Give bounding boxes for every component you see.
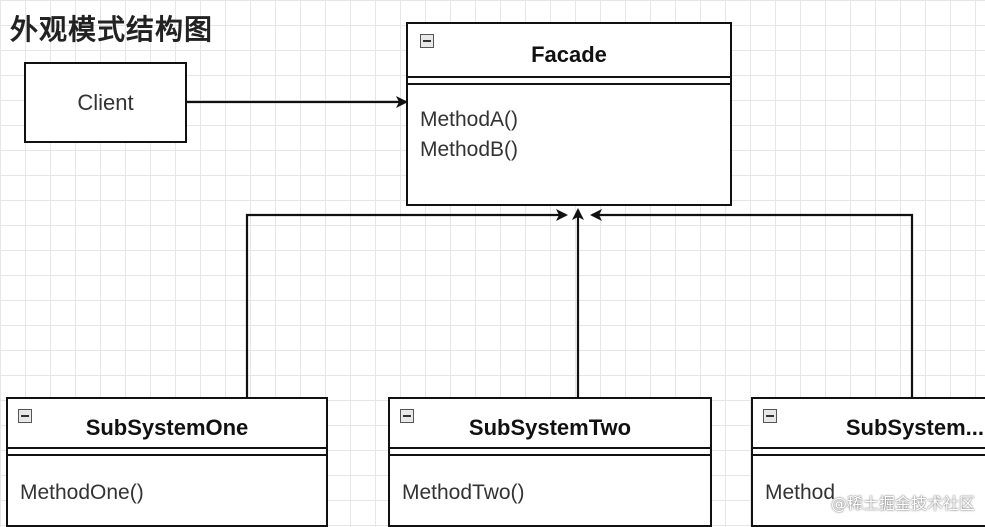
watermark: @稀土掘金技术社区 [830,494,975,513]
subsystem-three-arrow [590,209,914,397]
subsystem-one-collapse-icon[interactable] [18,409,32,423]
subsystem-one-name: SubSystemOne [85,415,249,440]
subsystem-two-class[interactable]: SubSystemTwo MethodTwo() [388,397,712,527]
subsystem-two-separator [390,447,710,449]
subsystem-three-separator-2 [753,454,985,456]
subsystem-two-separator-2 [390,454,710,456]
subsystem-three-name: SubSystem... [845,415,984,440]
subsystem-three-class[interactable]: SubSystem... Method [751,397,985,527]
diagram-title: 外观模式结构图 [10,13,214,46]
subsystem-two-collapse-icon[interactable] [400,409,414,423]
subsystem-two-name: SubSystemTwo [468,415,632,440]
facade-class[interactable]: Facade MethodA() MethodB() [406,22,732,206]
facade-separator-2 [408,83,730,85]
facade-separator [408,76,730,78]
subsystem-one-separator-2 [8,454,326,456]
facade-method-a: MethodA() [420,108,519,131]
client-box[interactable]: Client [24,62,187,143]
facade-name: Facade [531,42,607,67]
subsystem-two-method: MethodTwo() [402,481,525,504]
subsystem-one-separator [8,447,326,449]
subsystem-one-class[interactable]: SubSystemOne MethodOne() [6,397,328,527]
facade-method-b: MethodB() [420,138,519,161]
subsystem-three-separator [753,447,985,449]
subsystem-one-method: MethodOne() [20,481,144,504]
subsystem-three-collapse-icon[interactable] [763,409,777,423]
subsystem-three-method: Method [765,481,836,504]
facade-collapse-icon[interactable] [420,34,434,48]
client-label: Client [77,89,134,115]
subsystem-one-arrow [245,209,568,397]
